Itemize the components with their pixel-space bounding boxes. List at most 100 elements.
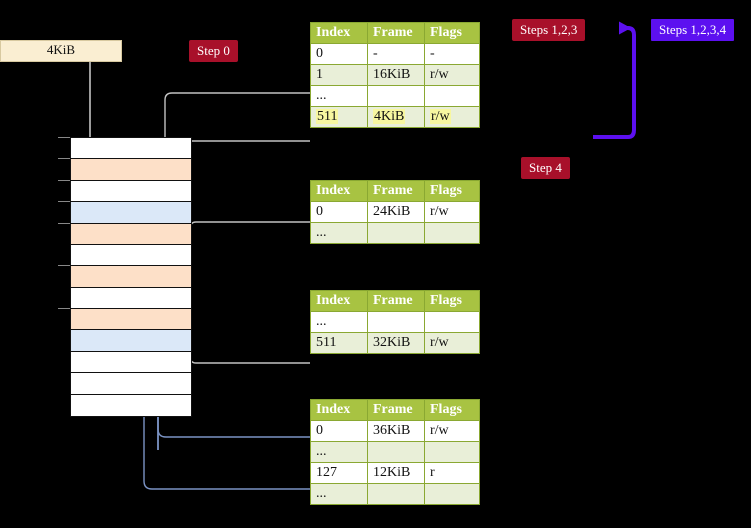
table-cell <box>424 85 480 107</box>
column-header: Frame <box>367 290 425 312</box>
column-header: Index <box>310 180 368 202</box>
table-cell <box>424 222 480 244</box>
table-cell: ... <box>310 441 368 463</box>
memory-size-label: 4KiB <box>0 40 122 62</box>
memory-grid-tick <box>58 201 70 203</box>
memory-grid-tick <box>58 308 70 310</box>
table-row: ... <box>310 222 480 244</box>
table-row: 511 4KiB r/w <box>310 106 480 128</box>
column-header: Flags <box>424 290 480 312</box>
table-cell: 4KiB <box>367 106 425 128</box>
memory-grid-tick <box>58 265 70 267</box>
memory-size-label-text: 4KiB <box>46 42 76 57</box>
table-cell <box>367 311 425 333</box>
memory-grid-row <box>71 351 191 374</box>
steps-1234-badge: Steps 1,2,3,4 <box>651 19 735 41</box>
table-cell: 0 <box>310 420 368 442</box>
step-4-badge-text: Step 4 <box>529 160 562 175</box>
table-cell <box>424 441 480 463</box>
column-header: Frame <box>367 180 425 202</box>
table-cell: 1 <box>310 64 368 86</box>
steps-123-badge: Steps 1,2,3 <box>512 19 586 41</box>
table-cell: 16KiB <box>367 64 425 86</box>
column-header: Flags <box>424 180 480 202</box>
table-cell: ... <box>310 483 368 505</box>
table-cell: 511 <box>310 332 368 354</box>
step-0-badge: Step 0 <box>189 40 238 62</box>
table-cell: ... <box>310 85 368 107</box>
memory-grid-row <box>71 394 191 416</box>
memory-grid-row <box>71 202 191 224</box>
memory-grid-row <box>71 266 191 288</box>
physical-memory-grid <box>70 137 192 417</box>
table-cell <box>367 222 425 244</box>
memory-grid-row <box>71 138 191 160</box>
memory-grid-row <box>71 244 191 267</box>
step-0-badge-text: Step 0 <box>197 43 230 58</box>
table-cell <box>367 483 425 505</box>
table-cell: r/w <box>424 332 480 354</box>
table-row: 0-- <box>310 43 480 65</box>
table-cell: ... <box>310 222 368 244</box>
table-cell <box>424 483 480 505</box>
table-cell: 12KiB <box>367 462 425 484</box>
table-cell: 32KiB <box>367 332 425 354</box>
table-cell: - <box>367 43 425 65</box>
memory-grid-row <box>71 287 191 310</box>
steps-1234-badge-text: Steps 1,2,3,4 <box>659 22 727 37</box>
memory-grid-row <box>71 373 191 395</box>
column-header: Flags <box>424 399 480 421</box>
table-cell <box>424 311 480 333</box>
highlighted-value: 4KiB <box>373 109 406 124</box>
column-header: Index <box>310 22 368 44</box>
memory-grid-tick <box>58 179 70 181</box>
column-header: Frame <box>367 399 425 421</box>
steps-123-badge-text: Steps 1,2,3 <box>520 22 578 37</box>
table-cell: r/w <box>424 64 480 86</box>
memory-grid-row <box>71 159 191 181</box>
table-row: ... <box>310 483 480 505</box>
table-cell <box>367 441 425 463</box>
table-cell: 24KiB <box>367 201 425 223</box>
table-cell <box>367 85 425 107</box>
memory-grid-tick <box>58 158 70 160</box>
table-cell: r/w <box>424 420 480 442</box>
memory-grid-row <box>71 309 191 331</box>
table-cell: 127 <box>310 462 368 484</box>
highlighted-value: 511 <box>316 109 339 124</box>
memory-grid-tick <box>58 137 70 138</box>
table-cell: 0 <box>310 43 368 65</box>
memory-grid-row <box>71 330 191 352</box>
memory-grid-tick <box>58 222 70 224</box>
table-cell: - <box>424 43 480 65</box>
highlighted-value: r/w <box>430 109 451 124</box>
table-row: ... <box>310 311 480 333</box>
column-header: Flags <box>424 22 480 44</box>
table-cell: ... <box>310 311 368 333</box>
memory-grid-row <box>71 223 191 245</box>
table-cell: 36KiB <box>367 420 425 442</box>
table-cell: r/w <box>424 201 480 223</box>
table-cell: 511 <box>310 106 368 128</box>
table-cell: r/w <box>424 106 480 128</box>
table-row: ... <box>310 85 480 107</box>
column-header: Index <box>310 399 368 421</box>
table-cell: 0 <box>310 201 368 223</box>
column-header: Index <box>310 290 368 312</box>
step-4-badge: Step 4 <box>521 157 570 179</box>
table-row: ... <box>310 441 480 463</box>
